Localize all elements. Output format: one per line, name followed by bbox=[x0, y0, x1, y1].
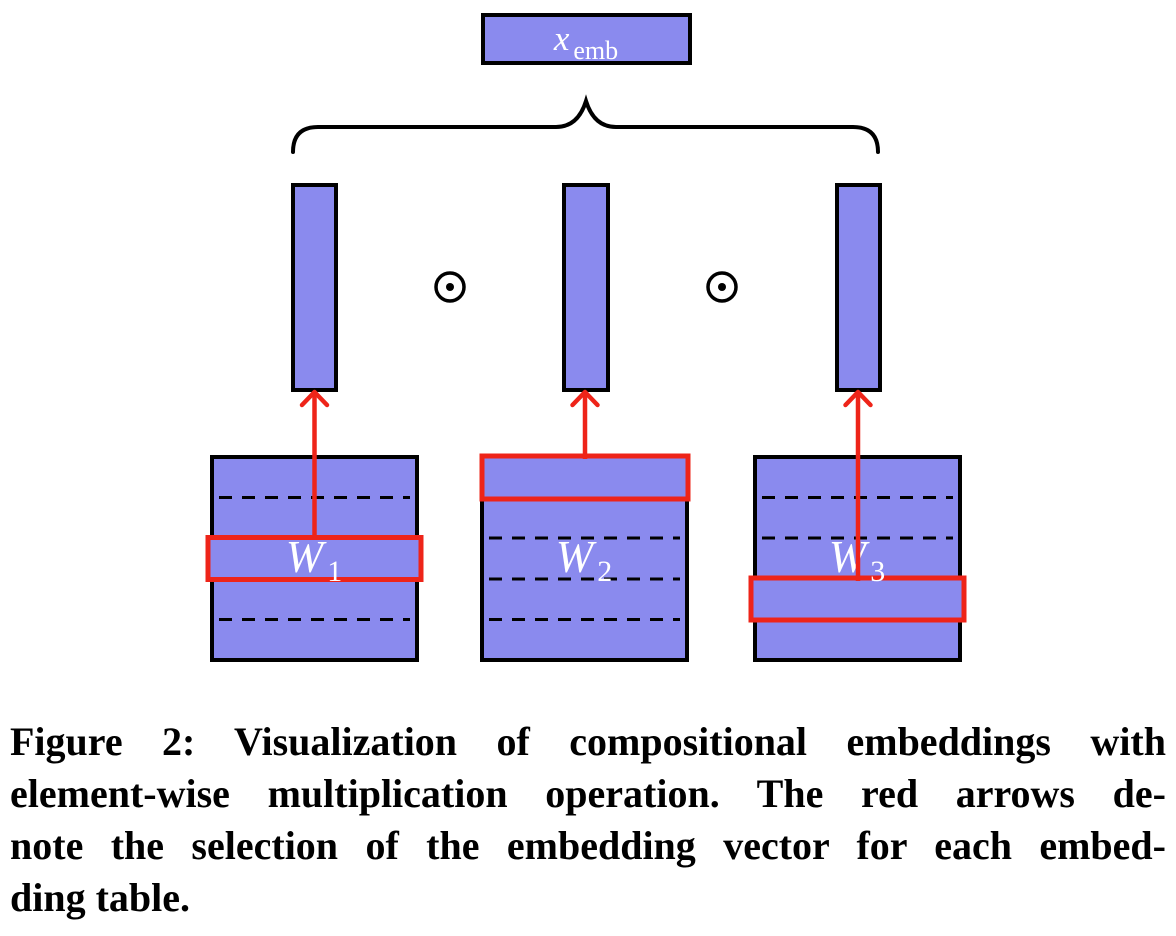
brace bbox=[291, 94, 880, 154]
caption-line: ding table. bbox=[10, 875, 191, 920]
table-3-subscript: 3 bbox=[870, 555, 885, 588]
output-var: x bbox=[553, 19, 570, 58]
selection-arrow-3 bbox=[843, 389, 873, 581]
table-2-var: W bbox=[556, 532, 597, 582]
output-embedding-box bbox=[481, 13, 692, 65]
table-3-selected-row bbox=[748, 575, 967, 623]
elementwise-product-icon bbox=[706, 271, 738, 303]
elementwise-product-icon bbox=[434, 271, 466, 303]
caption-line: element-wise multiplication operation. T… bbox=[10, 771, 1166, 816]
table-3-label: W 3 bbox=[829, 532, 886, 588]
table-1-var: W bbox=[286, 532, 327, 582]
table-3-var: W bbox=[829, 532, 870, 582]
embedding-vector-1 bbox=[291, 183, 338, 392]
selection-arrow-1 bbox=[299, 389, 330, 540]
figure-caption: Figure 2: Visualization of compositional… bbox=[10, 716, 1166, 924]
embedding-vector-2 bbox=[562, 183, 610, 392]
embedding-vector-3 bbox=[835, 183, 882, 392]
table-2-subscript: 2 bbox=[597, 555, 612, 588]
table-1-label: W 1 bbox=[286, 532, 343, 588]
output-embedding-label: x emb bbox=[553, 19, 618, 65]
table-2-label: W 2 bbox=[556, 532, 613, 588]
selection-arrow-2 bbox=[570, 389, 600, 459]
table-2-selected-row bbox=[479, 453, 691, 502]
caption-line: Figure 2: Visualization of compositional… bbox=[10, 719, 1166, 764]
embedding-table-2: W 2 bbox=[479, 453, 691, 662]
table-1-subscript: 1 bbox=[327, 555, 342, 588]
figure-diagram: x emb W 1 bbox=[205, 13, 967, 662]
output-subscript: emb bbox=[573, 36, 618, 65]
caption-line: note the selection of the embedding vect… bbox=[10, 823, 1166, 868]
